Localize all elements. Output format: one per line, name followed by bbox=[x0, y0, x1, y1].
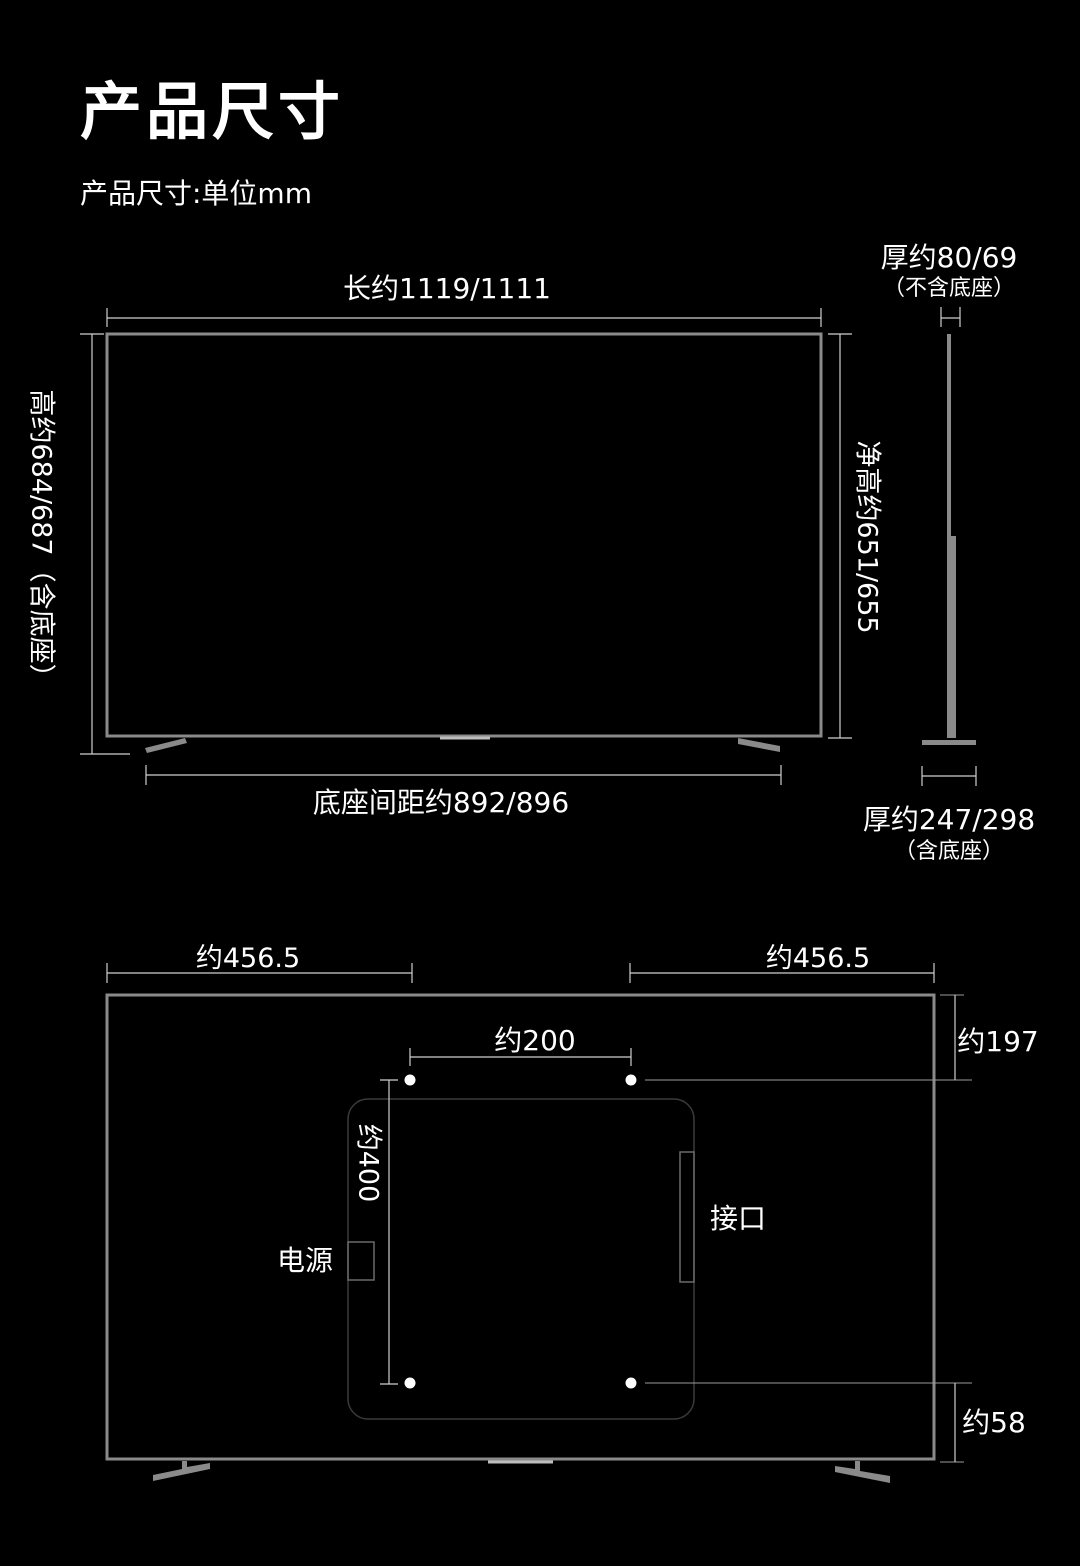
tv-front-frame bbox=[105, 332, 823, 738]
stand-spacing-label: 底座间距约892/896 bbox=[313, 786, 569, 819]
vesa-width-label: 约200 bbox=[494, 1024, 575, 1057]
tv-front-left-foot bbox=[145, 738, 187, 753]
left-offset-dimension-line bbox=[106, 963, 413, 983]
stand-spacing-dimension-line bbox=[145, 765, 782, 785]
net-height-dimension-line bbox=[828, 333, 852, 739]
rear-view: 约456.5 约456.5 电源 接口 约200 约400 bbox=[105, 943, 1039, 1483]
top-offset-label: 约197 bbox=[957, 1025, 1038, 1058]
right-offset-label: 约456.5 bbox=[766, 943, 870, 974]
depth-note: （含底座） bbox=[894, 839, 1004, 864]
power-label: 电源 bbox=[277, 1244, 333, 1277]
ports-label: 接口 bbox=[710, 1202, 766, 1235]
net-height-label: 净高约651/655 bbox=[852, 440, 883, 633]
tv-rear-right-foot bbox=[835, 1461, 890, 1483]
tv-front-right-foot bbox=[738, 738, 780, 752]
thickness-dimension-line bbox=[940, 307, 961, 327]
mount-hole-bottom-right bbox=[625, 1377, 637, 1389]
height-dimension-line bbox=[80, 333, 130, 755]
thickness-label: 厚约80/69 bbox=[881, 241, 1018, 274]
thickness-note: （不含底座） bbox=[883, 276, 1015, 301]
depth-dimension-line bbox=[921, 766, 977, 786]
bottom-offset-label: 约58 bbox=[962, 1406, 1026, 1439]
tv-rear-frame bbox=[105, 993, 936, 1461]
height-label: 高约684/687（含底座） bbox=[26, 389, 57, 690]
tv-rear-left-foot bbox=[153, 1461, 210, 1481]
vesa-width-dimension-line bbox=[409, 1048, 632, 1066]
mount-hole-bottom-left bbox=[404, 1377, 416, 1389]
front-view: 长约1119/1111 高约684/687（含底座） 净高约651/655 底座… bbox=[26, 272, 883, 819]
power-socket bbox=[347, 1241, 375, 1281]
vesa-height-label: 约400 bbox=[353, 1124, 384, 1203]
mount-hole-top-left bbox=[404, 1074, 416, 1086]
left-offset-label: 约456.5 bbox=[196, 943, 300, 974]
right-offset-dimension-line bbox=[629, 963, 935, 983]
width-dimension-line bbox=[106, 308, 822, 327]
vesa-height-dimension-line bbox=[380, 1079, 398, 1385]
side-view: 厚约80/69 （不含底座） 厚约247/298 （含底座） bbox=[863, 241, 1035, 864]
width-label: 长约1119/1111 bbox=[343, 272, 551, 305]
page-title: 产品尺寸 bbox=[80, 75, 345, 148]
tv-side-profile bbox=[922, 334, 976, 745]
mount-hole-top-right bbox=[625, 1074, 637, 1086]
ports-panel bbox=[679, 1151, 695, 1283]
rear-module-outline bbox=[347, 1098, 695, 1420]
depth-label: 厚约247/298 bbox=[863, 803, 1035, 836]
page-subtitle: 产品尺寸:单位mm bbox=[80, 177, 312, 210]
